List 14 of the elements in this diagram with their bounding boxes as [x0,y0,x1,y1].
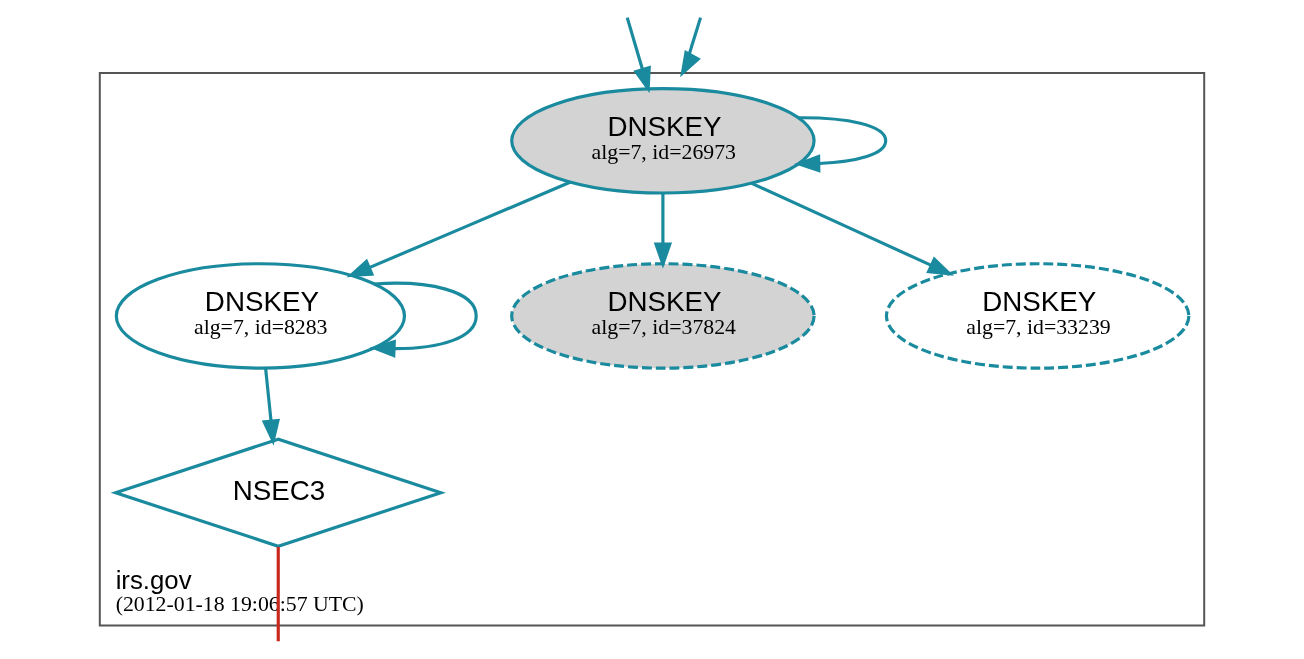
arrow [794,116,888,173]
arrow [369,281,478,358]
arrow [625,17,651,94]
node-ellipse: DNSKEY alg=7, id=33239 [884,262,1191,370]
arrow [751,181,954,276]
arrow [346,180,572,278]
connector [276,546,280,642]
node-ellipse: DNSKEY alg=7, id=37824 [510,262,816,370]
arrow [653,193,673,269]
node-ellipse: DNSKEY alg=7, id=8283 [114,262,407,370]
arrow [680,17,703,78]
arrow [261,367,281,446]
node-diamond: NSEC3 [110,437,446,548]
node-ellipse: DNSKEY alg=7, id=26973 [510,87,816,195]
